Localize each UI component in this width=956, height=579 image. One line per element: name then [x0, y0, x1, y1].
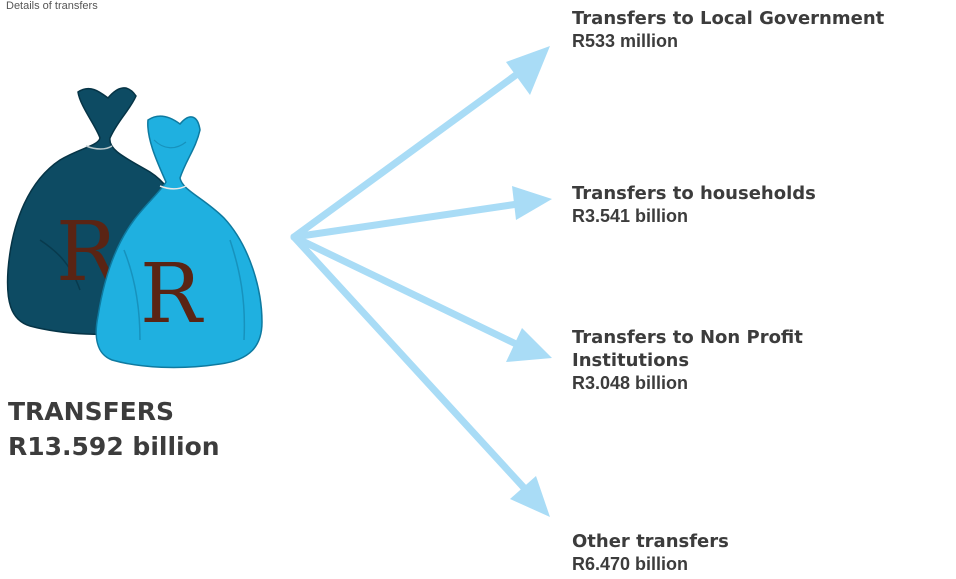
target-other: Other transfers R6.470 billion [572, 530, 729, 576]
target-label: Transfers to Local Government [572, 8, 885, 29]
arrowhead-other [510, 476, 550, 517]
arrow-to-households [290, 200, 522, 241]
total-transfers: TRANSFERS R13.592 billion [8, 394, 220, 464]
page-caption: Details of transfers [6, 0, 98, 12]
front-money-bag-icon: R [95, 115, 263, 369]
arrowhead-local-government [506, 46, 550, 95]
arrow-to-local-government [290, 68, 524, 241]
target-households: Transfers to households R3.541 billion [572, 182, 816, 228]
arrow-to-other [290, 233, 530, 494]
arrowhead-non-profit [506, 328, 552, 362]
target-local-government: Transfers to Local Government R533 milli… [572, 7, 884, 53]
target-amount: R3.048 billion [572, 373, 689, 393]
target-amount: R533 million [572, 31, 679, 51]
arrow-to-non-profit [290, 233, 520, 348]
target-amount: R3.541 billion [572, 206, 689, 226]
total-amount: R13.592 billion [8, 432, 220, 461]
target-amount: R6.470 billion [572, 554, 689, 574]
target-label: Other transfers [572, 531, 729, 552]
total-label: TRANSFERS [8, 397, 174, 426]
target-label: Transfers to Non Profit Institutions [572, 327, 803, 371]
front-bag-letter: R [140, 247, 204, 342]
target-label: Transfers to households [572, 183, 816, 204]
target-non-profit: Transfers to Non Profit Institutions R3.… [572, 326, 872, 395]
arrowhead-households [512, 186, 552, 220]
